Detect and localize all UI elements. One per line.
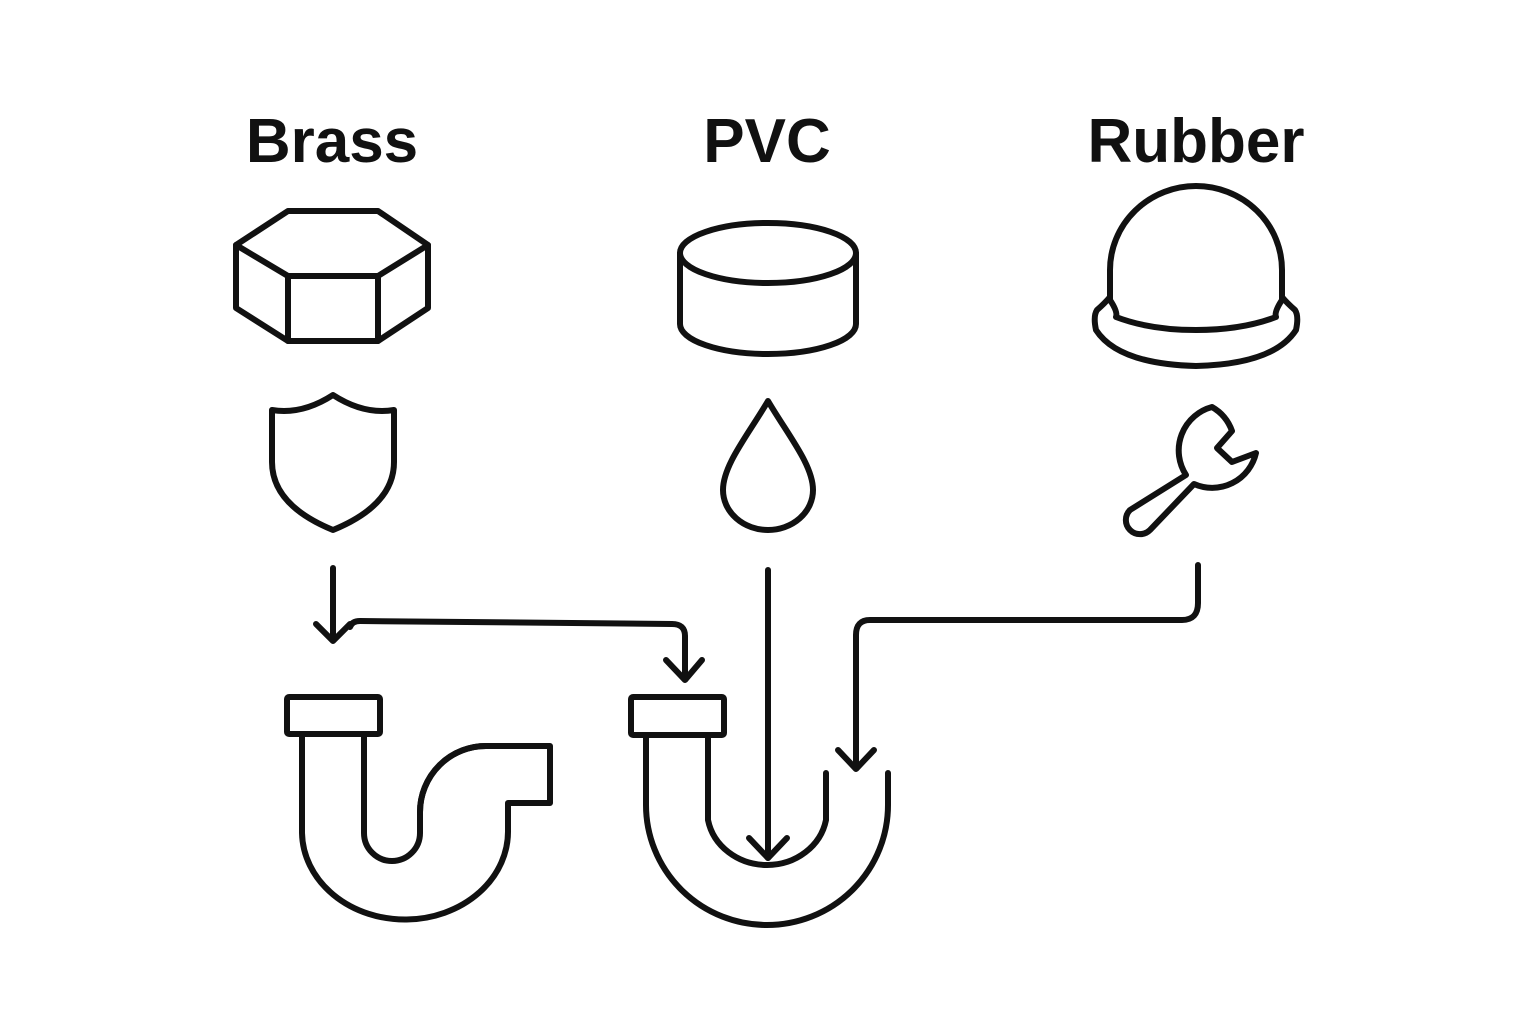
brass-connector-arrows <box>313 565 705 683</box>
rubber-connector-arrow <box>835 562 1201 772</box>
label-rubber: Rubber <box>1088 107 1305 176</box>
water-drop-icon <box>720 398 816 533</box>
dome-stopper-icon <box>1091 183 1301 369</box>
wrench-icon <box>1122 404 1259 538</box>
shield-icon <box>269 392 397 533</box>
cylinder-cap-icon <box>677 220 859 357</box>
p-trap-pipe-icon <box>284 694 553 923</box>
u-trap-pipe-icon <box>628 694 891 928</box>
label-brass: Brass <box>246 107 418 176</box>
pvc-connector-arrow <box>746 567 790 861</box>
label-pvc: PVC <box>703 107 830 176</box>
hex-nut-icon <box>233 208 431 344</box>
